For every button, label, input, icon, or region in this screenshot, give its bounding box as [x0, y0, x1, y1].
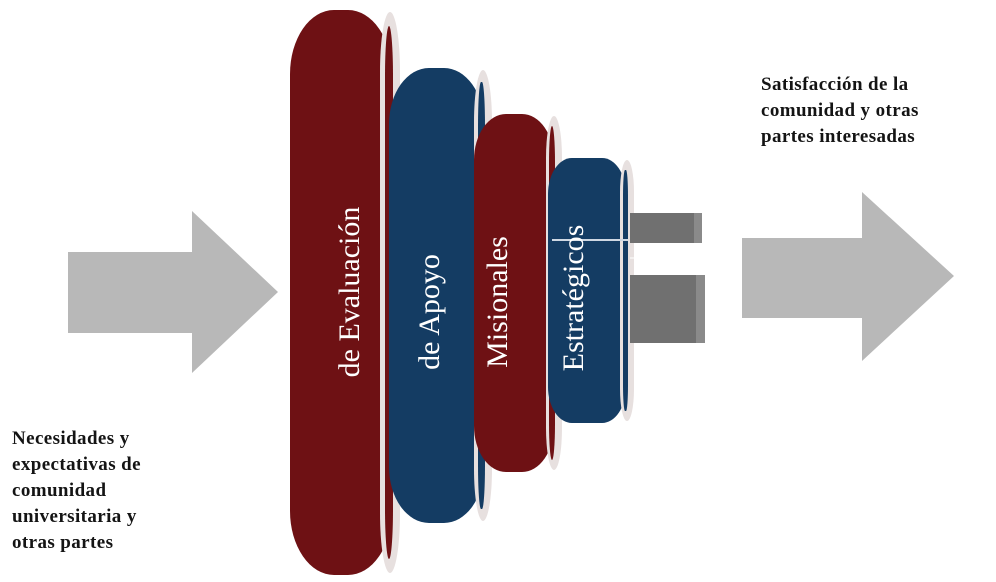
ring-evaluacion-label: de Evaluación	[333, 207, 366, 378]
ring-estrategicos: Estratégicos	[548, 158, 634, 423]
ring-apoyo-label: de Apoyo	[413, 254, 446, 370]
ring-estrategicos-label: Estratégicos	[557, 225, 590, 372]
output-caption-line: comunidad y otras	[761, 100, 919, 121]
ring-apoyo-body	[389, 68, 484, 523]
input-caption-line: Necesidades y	[12, 428, 130, 449]
ring-misionales-label: Misionales	[481, 236, 514, 368]
core-block-top	[630, 213, 700, 243]
core-block-bottom	[630, 275, 702, 343]
input-caption-line: otras partes	[12, 532, 114, 553]
core-blocks	[630, 213, 705, 343]
input-caption-line: universitaria y	[12, 506, 137, 527]
input-caption-line: comunidad	[12, 480, 107, 501]
core-block-top-edge	[694, 213, 702, 243]
output-caption: Satisfacción de la comunidad y otras par…	[761, 72, 991, 150]
input-caption: Necesidades y expectativas de comunidad …	[12, 426, 212, 556]
ring-evaluacion: de Evaluación	[290, 10, 400, 575]
core-block-bottom-edge	[696, 275, 705, 343]
ring-misionales-body	[474, 114, 554, 472]
ring-evaluacion-body	[290, 10, 392, 575]
ring-estrategicos-rim-band	[623, 170, 628, 411]
ring-estrategicos-body	[548, 158, 626, 423]
output-arrow	[742, 192, 954, 361]
input-arrow	[68, 211, 278, 373]
input-caption-line: expectativas de	[12, 454, 141, 475]
output-caption-line: Satisfacción de la	[761, 74, 909, 95]
output-caption-line: partes interesadas	[761, 126, 916, 147]
